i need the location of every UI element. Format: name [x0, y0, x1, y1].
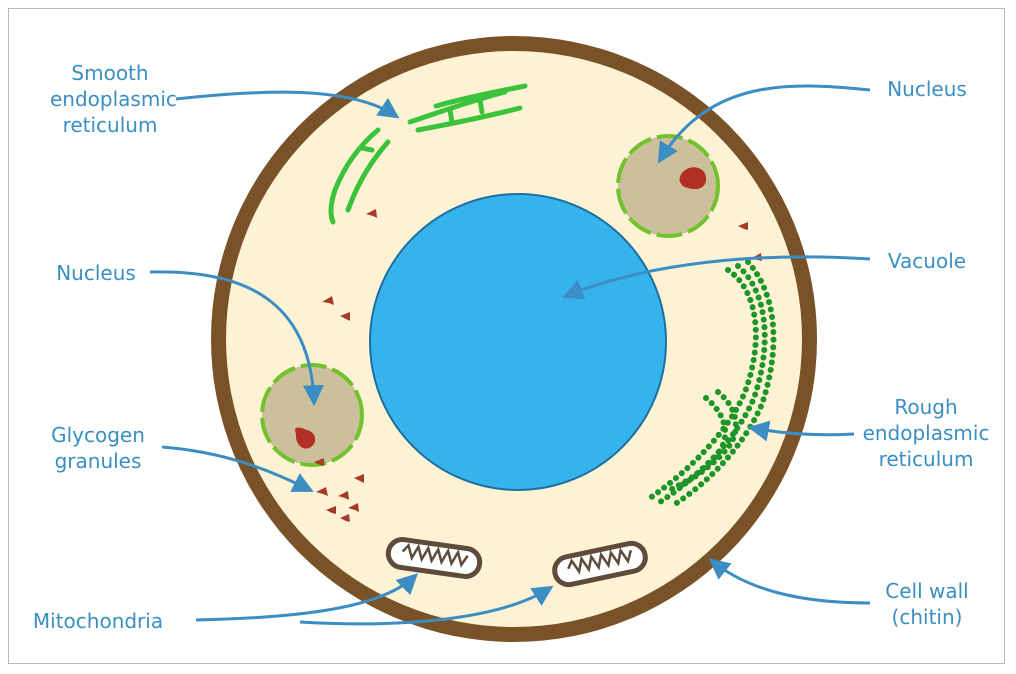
label-nucleus-left: Nucleus	[44, 260, 148, 286]
label-nucleus-top: Nucleus	[872, 76, 982, 102]
label-glycogen: Glycogen granules	[38, 422, 158, 474]
label-cell-wall: Cell wall (chitin)	[872, 578, 982, 630]
label-rough-er: Rough endoplasmic reticulum	[856, 394, 996, 472]
label-vacuole: Vacuole	[872, 248, 982, 274]
label-mitochondria: Mitochondria	[20, 608, 176, 634]
vacuole	[370, 194, 666, 490]
arrow-cell-wall	[712, 561, 870, 603]
nucleus-top-right	[618, 136, 718, 236]
label-smooth-er: Smooth endoplasmic reticulum	[50, 60, 170, 138]
